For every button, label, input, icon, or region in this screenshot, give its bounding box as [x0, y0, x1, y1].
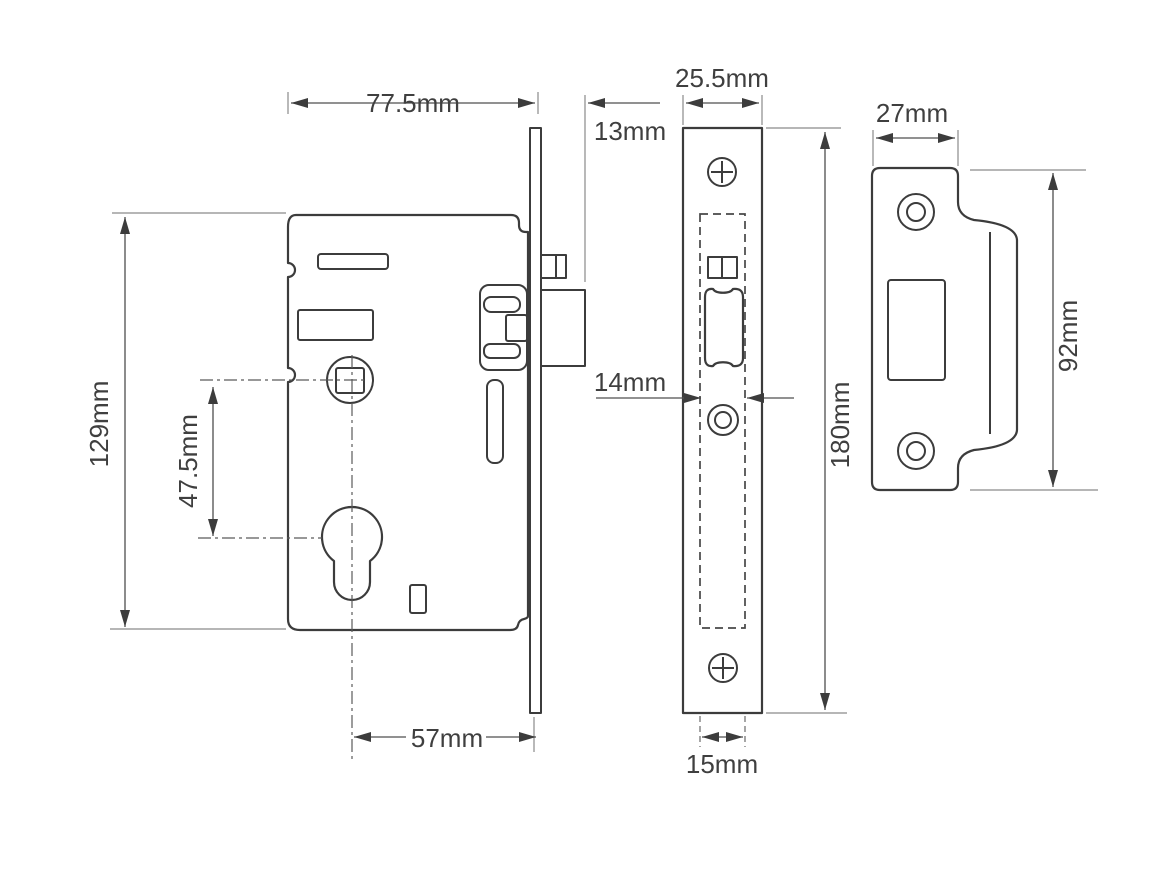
guide-slot	[486, 379, 504, 464]
dim-faceplate-width-label: 25.5mm	[675, 63, 769, 93]
dim-spindle-cylinder-label: 47.5mm	[173, 414, 203, 508]
dim-bolt-throw-label: 13mm	[594, 116, 666, 146]
dim-faceplate-height-label: 180mm	[825, 382, 855, 469]
dim-case-width-label: 15mm	[686, 749, 758, 779]
retaining-hole-inner	[714, 411, 732, 429]
dim-case-height-label: 129mm	[84, 381, 114, 468]
strike-plate-outline	[870, 166, 1019, 492]
latch-mech-square	[505, 314, 528, 342]
deadbolt-side	[540, 289, 586, 367]
dim-strike-height-label: 92mm	[1053, 300, 1083, 372]
case-slot-bottom	[409, 584, 427, 614]
dim-body-width-label: 77.5mm	[366, 88, 460, 118]
lock-case-body	[286, 213, 530, 632]
strike-bolt-cutout	[887, 279, 946, 381]
screw-top-icon	[707, 157, 737, 187]
faceplate-dimensions: 25.5mm 180mm 14mm 15mm	[594, 63, 855, 779]
case-slot-top	[317, 253, 389, 270]
retaining-hole-outer	[707, 404, 739, 436]
strike-screw-hole-top	[897, 193, 935, 231]
faceplate-edge	[529, 127, 542, 714]
hidden-case-outline	[699, 213, 746, 629]
case-slot-mid	[297, 309, 374, 341]
faceplate-front	[681, 126, 764, 715]
lock-case-dimensions: 77.5mm 13mm 129mm 47.5mm 57mm	[84, 88, 666, 753]
latch-mech-slot-lower	[483, 343, 521, 359]
dim-latch-width-label: 14mm	[594, 367, 666, 397]
euro-cylinder-hole	[320, 505, 384, 602]
dim-strike-width-label: 27mm	[876, 98, 948, 128]
faceplate-front-view	[681, 126, 764, 715]
strike-plate-view	[870, 166, 1019, 492]
dim-backset-label: 57mm	[411, 723, 483, 753]
lock-case-side-view	[198, 127, 586, 762]
screw-bottom-icon	[708, 653, 738, 683]
strike-plate-dimensions: 27mm 92mm	[872, 98, 1098, 491]
latch-bolt-side	[540, 254, 567, 279]
strike-screw-hole-bottom	[897, 432, 935, 470]
latch-mech-slot-upper	[483, 296, 521, 313]
latch-bolt-front	[703, 287, 745, 368]
